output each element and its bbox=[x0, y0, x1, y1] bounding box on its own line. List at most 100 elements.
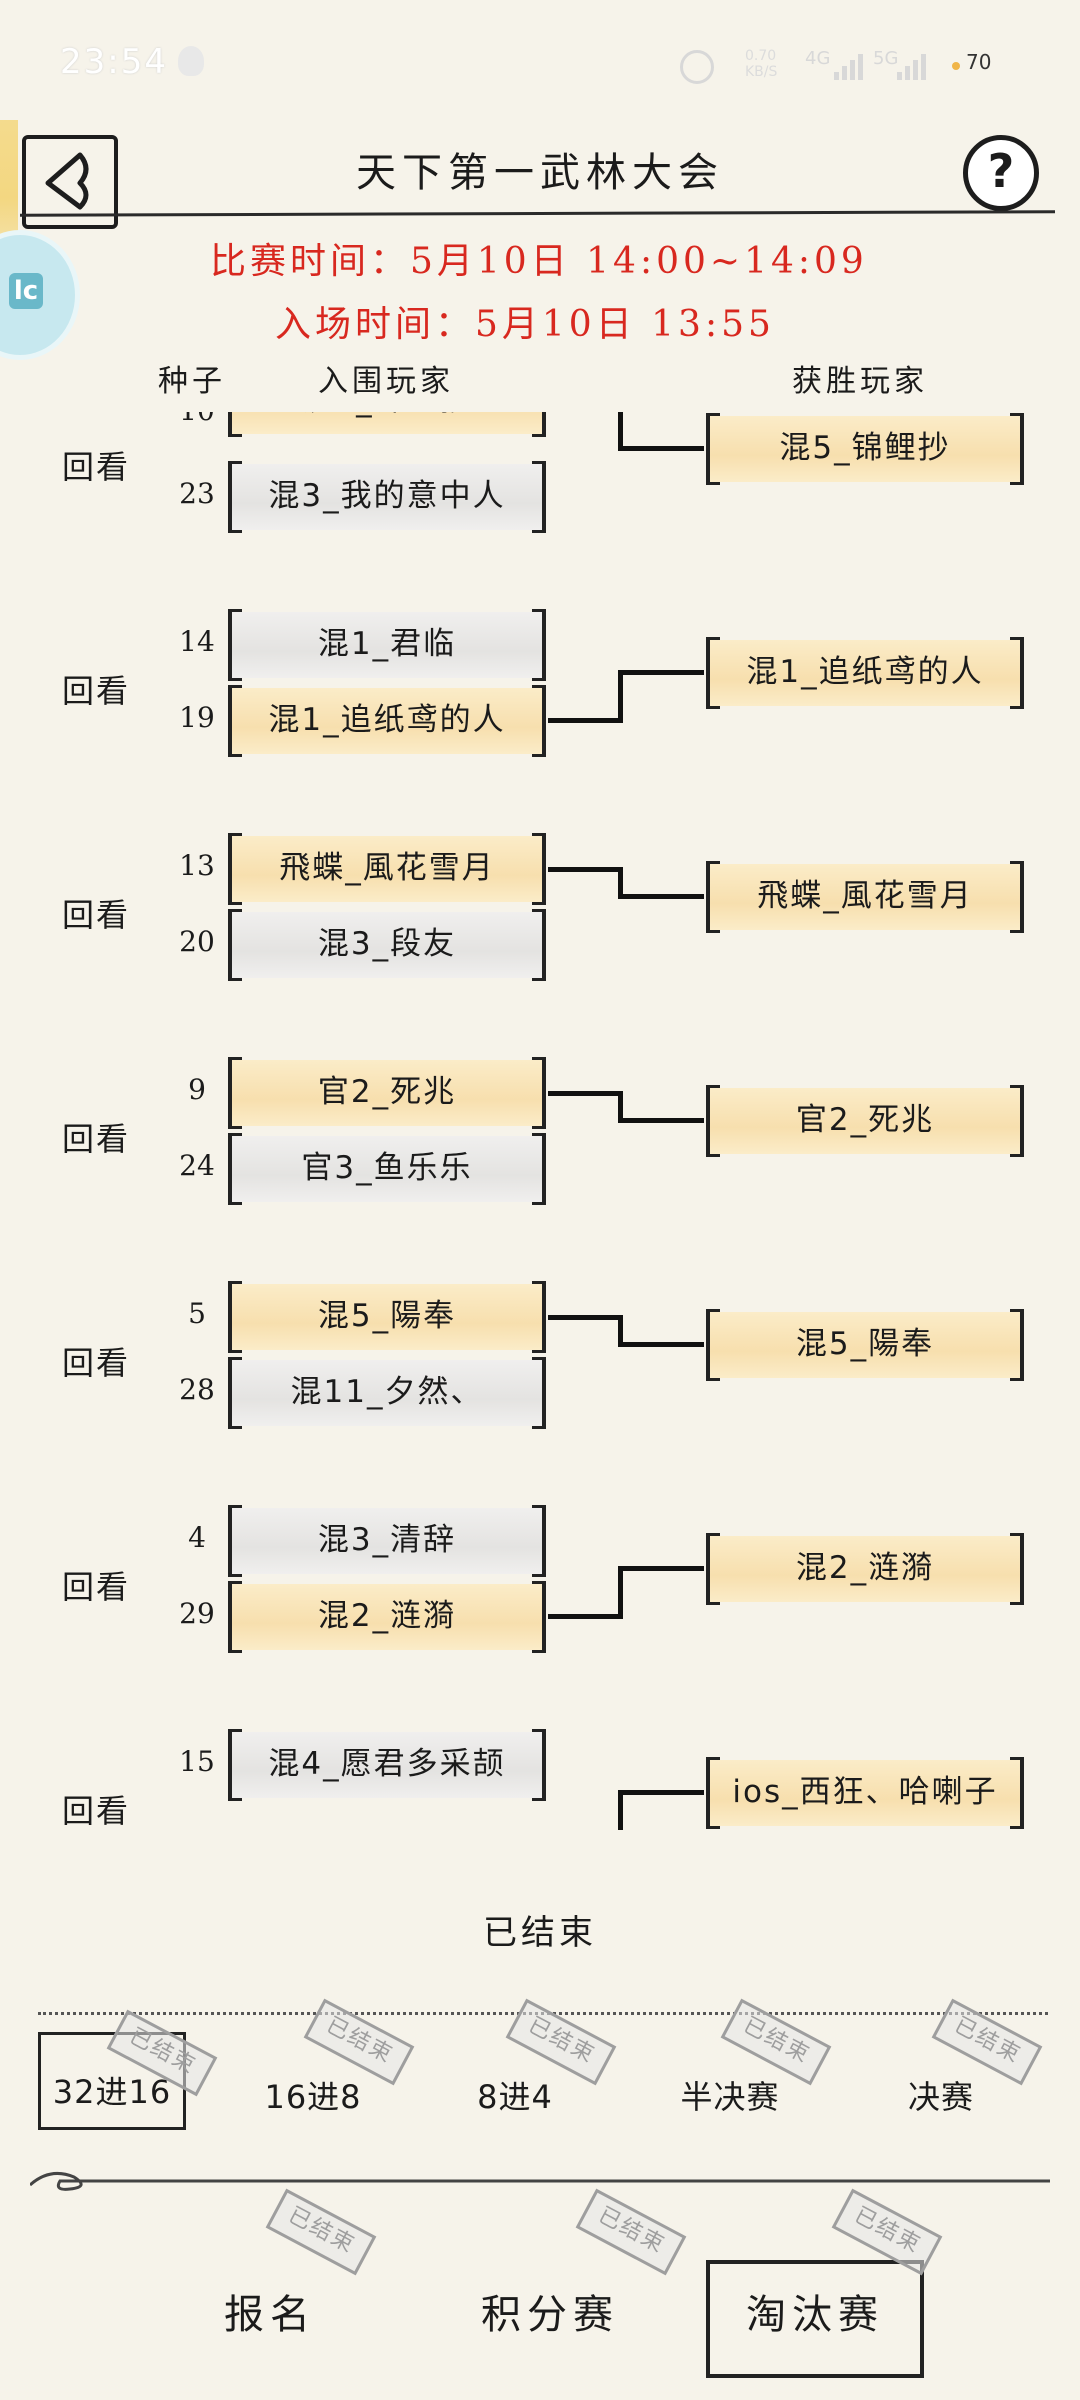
replay-button[interactable]: 回看 bbox=[62, 1792, 131, 1830]
replay-button[interactable]: 回看 bbox=[62, 896, 131, 934]
seed-number: 20 bbox=[179, 925, 215, 958]
bottom-tab[interactable]: 积分赛 bbox=[481, 2292, 619, 2338]
connector-line bbox=[618, 446, 704, 451]
connector-line bbox=[548, 1091, 620, 1096]
winner-slot[interactable]: 混5_锦鲤抄 bbox=[706, 413, 1024, 485]
back-arrow-icon bbox=[45, 152, 89, 210]
connector-line bbox=[548, 718, 620, 723]
player-slot[interactable]: 混4_愿君多采颉 bbox=[228, 1729, 546, 1801]
connector-line bbox=[618, 1118, 704, 1123]
connector-line bbox=[618, 1790, 623, 1830]
player-slot[interactable]: 混3_清辞 bbox=[228, 1505, 546, 1577]
winner-slot[interactable]: 混5_陽奉 bbox=[706, 1309, 1024, 1381]
player-slot[interactable]: 官2_死兆 bbox=[228, 1057, 546, 1129]
connector-line bbox=[618, 412, 623, 451]
replay-button[interactable]: 回看 bbox=[62, 672, 131, 710]
player-slot[interactable]: 混1_君临 bbox=[228, 609, 546, 681]
player-slot[interactable]: 混3_段友 bbox=[228, 909, 546, 981]
seed-number: 10 bbox=[172, 412, 222, 427]
round-tab-label: 32进16 bbox=[52, 2073, 172, 2111]
floating-app-badge[interactable]: lc bbox=[0, 230, 80, 360]
match-row: 回看 10 混5_锦鲤抄 23 混3_我的意中人 混5_锦鲤抄 bbox=[0, 412, 1080, 602]
seed-number: 13 bbox=[179, 849, 215, 882]
header-divider bbox=[19, 210, 1056, 217]
connector-line bbox=[548, 867, 620, 872]
player-slot[interactable]: 混2_涟漪 bbox=[228, 1581, 546, 1653]
entry-time: 入场时间：5月10日 13:55 bbox=[275, 304, 775, 345]
seed-number: 9 bbox=[188, 1073, 206, 1106]
seed-number: 14 bbox=[179, 625, 215, 658]
seed-number: 29 bbox=[179, 1597, 215, 1630]
page-title: 天下第一武林大会 bbox=[356, 150, 724, 196]
seed-number: 5 bbox=[188, 1297, 206, 1330]
player-slot[interactable]: 混11_夕然、 bbox=[228, 1357, 546, 1429]
round-tab-label: 半决赛 bbox=[680, 2078, 780, 2116]
winner-slot[interactable]: 官2_死兆 bbox=[706, 1085, 1024, 1157]
connector-line bbox=[618, 670, 623, 723]
connector-line bbox=[618, 894, 704, 899]
signal-bars-icon bbox=[897, 54, 926, 80]
winner-slot[interactable]: 混2_涟漪 bbox=[706, 1533, 1024, 1605]
round-status: 已结束 bbox=[483, 1913, 597, 1953]
bottom-tab[interactable]: 报名 bbox=[224, 2292, 316, 2338]
round-tab[interactable]: 半决赛已结束 bbox=[655, 1998, 832, 2124]
connector-line bbox=[618, 867, 623, 899]
round-tab[interactable]: 决赛已结束 bbox=[866, 1998, 1043, 2124]
connector-line bbox=[618, 1790, 704, 1795]
player-slot[interactable]: 混1_追纸鸢的人 bbox=[228, 685, 546, 757]
signal-5g-label: 5G bbox=[873, 48, 899, 69]
replay-button[interactable]: 回看 bbox=[62, 1568, 131, 1606]
winner-slot[interactable]: ios_西狂、哈喇子 bbox=[706, 1757, 1024, 1829]
replay-button[interactable]: 回看 bbox=[62, 1344, 131, 1382]
player-slot[interactable]: 混3_我的意中人 bbox=[228, 461, 546, 533]
qq-notification-icon bbox=[178, 46, 204, 76]
app-badge-icon: lc bbox=[9, 273, 43, 309]
battery-dot-icon bbox=[952, 62, 960, 70]
column-header-players: 入围玩家 bbox=[318, 364, 454, 399]
replay-button[interactable]: 回看 bbox=[62, 448, 131, 486]
match-time: 比赛时间：5月10日 14:00~14:09 bbox=[210, 241, 868, 282]
connector-line bbox=[548, 1315, 620, 1320]
connector-line bbox=[618, 1566, 623, 1619]
connector-line bbox=[618, 1315, 623, 1347]
player-slot[interactable]: 混5_锦鲤抄 bbox=[228, 412, 546, 437]
seed-number: 4 bbox=[188, 1521, 206, 1554]
column-header-seed: 种子 bbox=[158, 364, 226, 399]
player-slot[interactable]: 混5_陽奉 bbox=[228, 1281, 546, 1353]
network-speed-value: 0.70 bbox=[745, 48, 777, 64]
seed-number: 24 bbox=[179, 1149, 215, 1182]
alarm-icon bbox=[680, 50, 714, 84]
bottom-tab[interactable]: 淘汰赛 bbox=[706, 2260, 924, 2378]
seed-number: 28 bbox=[179, 1373, 215, 1406]
help-button[interactable]: ? bbox=[963, 135, 1039, 211]
winner-slot[interactable]: 飛蝶_風花雪月 bbox=[706, 861, 1024, 933]
connector-line bbox=[618, 1091, 623, 1123]
connector-line bbox=[618, 1342, 704, 1347]
round-tab-label: 决赛 bbox=[907, 2078, 974, 2116]
player-slot[interactable]: 官3_鱼乐乐 bbox=[228, 1133, 546, 1205]
battery-level: 70 bbox=[966, 50, 992, 74]
status-time: 23:54 bbox=[60, 42, 168, 82]
connector-line bbox=[548, 1614, 620, 1619]
wave-divider bbox=[30, 2171, 1050, 2191]
column-header-winners: 获胜玩家 bbox=[792, 364, 928, 399]
round-tab-label: 16进8 bbox=[264, 2078, 362, 2116]
seed-number: 23 bbox=[179, 477, 215, 510]
connector-line bbox=[618, 1566, 704, 1571]
replay-button[interactable]: 回看 bbox=[62, 1120, 131, 1158]
seed-number: 19 bbox=[179, 701, 215, 734]
connector-line bbox=[618, 670, 704, 675]
winner-slot[interactable]: 混1_追纸鸢的人 bbox=[706, 637, 1024, 709]
bracket-list[interactable]: 回看10混5_锦鲤抄23混3_我的意中人混5_锦鲤抄回看14混1_君临19混1_… bbox=[0, 412, 1080, 1830]
player-slot[interactable]: 飛蝶_風花雪月 bbox=[228, 833, 546, 905]
network-speed: 0.70 KB/S bbox=[745, 48, 777, 80]
